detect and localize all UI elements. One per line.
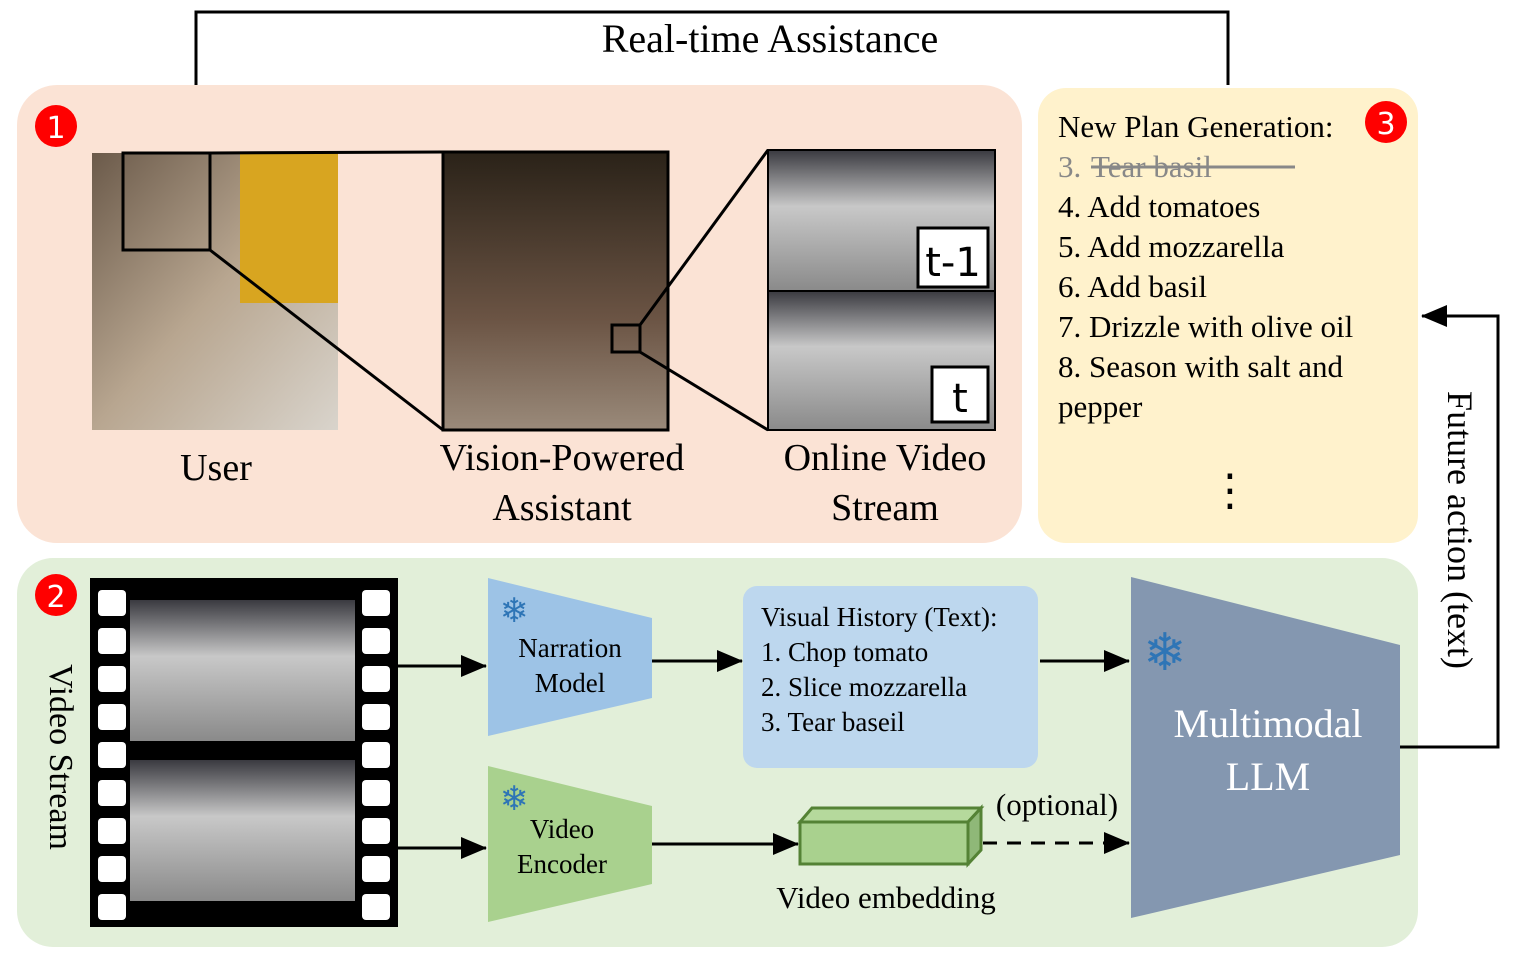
narration-model bbox=[488, 578, 652, 736]
multimodal-llm bbox=[1131, 577, 1400, 918]
stream-label-line1: Online Video bbox=[784, 437, 987, 479]
plan-heading: New Plan Generation: bbox=[1058, 109, 1333, 144]
film-hole bbox=[98, 590, 126, 616]
assistant-label-line2: Assistant bbox=[492, 487, 632, 529]
history-item: 1. Chop tomato bbox=[761, 637, 928, 667]
history-item: 3. Tear baseil bbox=[761, 707, 905, 737]
plan-item: 8. Season with salt and bbox=[1058, 349, 1343, 384]
optional-label: (optional) bbox=[996, 787, 1118, 822]
badge-3-label: 3 bbox=[1376, 107, 1395, 142]
film-hole bbox=[98, 742, 126, 768]
future-action-label: Future action (text) bbox=[1440, 391, 1480, 669]
badge-3 bbox=[1365, 101, 1407, 143]
video-embedding-block bbox=[796, 804, 985, 868]
user-photo-wall bbox=[240, 153, 338, 303]
plan-item: 4. Add tomatoes bbox=[1058, 189, 1260, 224]
badge-1-label: 1 bbox=[46, 111, 65, 146]
film-hole bbox=[362, 666, 390, 692]
plan-item: 7. Drizzle with olive oil bbox=[1058, 309, 1353, 344]
film-frame-1 bbox=[130, 600, 355, 741]
title: Real-time Assistance bbox=[602, 16, 939, 61]
film-frame-2 bbox=[130, 760, 355, 901]
film-hole bbox=[362, 780, 390, 806]
film-hole bbox=[362, 742, 390, 768]
video-encoder bbox=[488, 766, 652, 922]
film-hole bbox=[98, 818, 126, 844]
history-item: 2. Slice mozzarella bbox=[761, 672, 967, 702]
encoder-label-line1: Video bbox=[530, 814, 594, 844]
frame-prev-tag bbox=[916, 226, 990, 289]
film-hole bbox=[362, 628, 390, 654]
film-hole bbox=[362, 704, 390, 730]
assistant-label-line1: Vision-Powered bbox=[440, 437, 685, 479]
glasses-zoom-box bbox=[610, 323, 642, 354]
film-hole bbox=[98, 666, 126, 692]
future-action-arrow bbox=[1400, 305, 1500, 749]
user-label: User bbox=[180, 447, 252, 489]
badge-2-label: 2 bbox=[46, 580, 65, 615]
snowflake-icon: ❄ bbox=[1143, 623, 1187, 683]
snowflake-icon: ❄ bbox=[500, 779, 529, 819]
badge-1 bbox=[35, 105, 77, 147]
film-hole bbox=[362, 590, 390, 616]
zoom-line bbox=[639, 350, 769, 432]
zoom-line bbox=[209, 248, 444, 432]
plan-item: pepper bbox=[1058, 389, 1143, 424]
film-hole bbox=[362, 894, 390, 920]
video-stream-label: Video Stream bbox=[42, 664, 79, 850]
film-strip bbox=[90, 578, 398, 927]
frame-prev-label: t-1 bbox=[925, 240, 981, 286]
narration-label-line2: Model bbox=[535, 668, 606, 698]
film-hole bbox=[98, 894, 126, 920]
embedding-label: Video embedding bbox=[776, 880, 995, 915]
plan-item: 5. Add mozzarella bbox=[1058, 229, 1285, 264]
llm-label-line2: LLM bbox=[1226, 754, 1310, 799]
history-heading: Visual History (Text): bbox=[761, 602, 997, 632]
plan-item: 6. Add basil bbox=[1058, 269, 1207, 304]
film-hole bbox=[98, 704, 126, 730]
realtime-assistance-arrow bbox=[185, 10, 1230, 151]
film-hole bbox=[362, 818, 390, 844]
frame-curr-tag bbox=[930, 365, 990, 424]
zoom-line bbox=[209, 150, 444, 155]
visual-history-box bbox=[743, 586, 1038, 768]
plan-ellipsis: ⋮ bbox=[1208, 465, 1252, 516]
film-hole bbox=[362, 856, 390, 882]
film-hole bbox=[98, 628, 126, 654]
assistant-photo bbox=[441, 150, 670, 432]
stream-label-line2: Stream bbox=[831, 487, 939, 529]
struck-item-num: 3. bbox=[1058, 149, 1081, 184]
snowflake-icon: ❄ bbox=[500, 591, 529, 631]
frame-curr-label: t bbox=[952, 376, 968, 422]
narration-label-line1: Narration bbox=[518, 633, 622, 663]
llm-label-line1: Multimodal bbox=[1174, 701, 1363, 746]
encoder-label-line2: Encoder bbox=[517, 849, 607, 879]
film-hole bbox=[98, 780, 126, 806]
film-hole bbox=[98, 856, 126, 882]
panel-3 bbox=[1038, 88, 1418, 543]
zoom-line bbox=[638, 149, 770, 326]
user-zoom-box bbox=[121, 151, 212, 252]
badge-2 bbox=[35, 574, 77, 616]
